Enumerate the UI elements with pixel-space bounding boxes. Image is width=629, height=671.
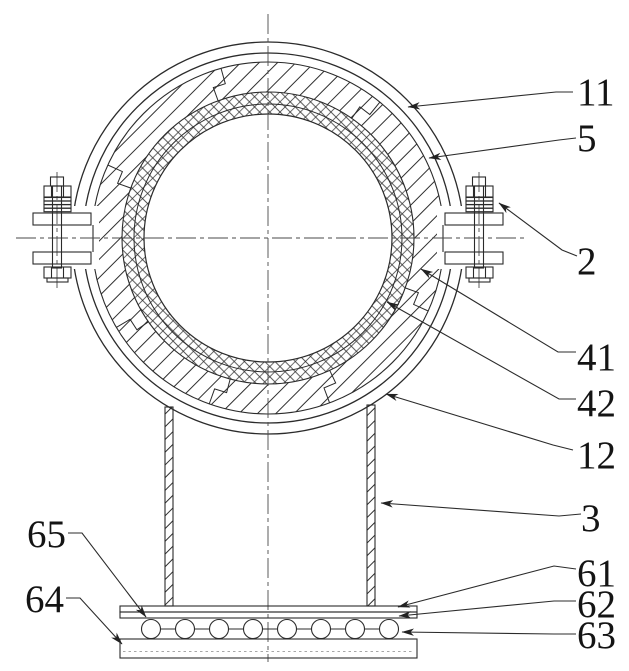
leader-65: [68, 532, 147, 618]
leader-lines: [66, 91, 582, 645]
flange-masks: [27, 206, 509, 269]
support-column: [164, 404, 376, 607]
leader-63: [401, 628, 576, 636]
leader-64: [66, 597, 123, 645]
left-bolt-assembly: [32, 176, 92, 283]
label-11: 11: [577, 71, 615, 114]
roller: [344, 618, 366, 640]
lower-flange-lug: [444, 251, 504, 265]
label-41: 41: [577, 336, 616, 379]
label-65: 65: [27, 513, 66, 556]
base-bottom-plate: [119, 638, 418, 659]
label-61: 61: [577, 552, 616, 595]
roller: [140, 618, 162, 640]
leader-5: [428, 137, 577, 161]
column-left-wall: [164, 406, 174, 607]
bolt-nut: [465, 185, 494, 198]
nut-facets: [50, 186, 65, 197]
right-bolt-assembly: [444, 176, 504, 283]
nut-facets: [472, 186, 487, 197]
roller: [276, 618, 298, 640]
disc-spring-stack: [43, 196, 72, 213]
upper-flange-lug: [32, 212, 92, 226]
centerlines: [16, 14, 528, 662]
leader-12: [385, 393, 574, 451]
base-assembly: [119, 605, 418, 659]
roller: [208, 618, 230, 640]
bolt-nut: [43, 185, 72, 198]
head-facets: [50, 267, 65, 278]
leader-61: [397, 565, 577, 608]
bolt-washer: [468, 277, 491, 283]
leader-62: [398, 600, 576, 619]
leader-42: [386, 301, 576, 400]
disc-spring-stack: [465, 196, 494, 213]
roller: [242, 618, 264, 640]
leader-41: [420, 268, 576, 353]
label-64: 64: [25, 578, 64, 621]
roller: [378, 618, 400, 640]
head-facets: [472, 267, 487, 278]
base-middle-plate: [119, 611, 418, 619]
reference-numerals: 11 5 2 41 42 12 3 61 62 63 65 64: [25, 71, 616, 657]
bolt-washer: [46, 277, 69, 283]
lower-flange-lug: [32, 251, 92, 265]
clamp-end-faces: [92, 225, 444, 252]
base-upper-plate: [119, 605, 418, 613]
roller: [174, 618, 196, 640]
leader-11: [407, 91, 573, 110]
label-2: 2: [577, 240, 597, 283]
insulation-segment-joints: [107, 68, 429, 405]
rollers: [140, 618, 400, 640]
roller: [310, 618, 332, 640]
label-12: 12: [577, 434, 616, 477]
leader-2: [498, 202, 578, 257]
label-42: 42: [577, 382, 616, 425]
label-3: 3: [581, 497, 601, 540]
label-62: 62: [577, 583, 616, 626]
column-right-wall: [366, 404, 376, 607]
leader-3: [380, 500, 582, 517]
label-5: 5: [577, 117, 597, 160]
upper-flange-lug: [444, 212, 504, 226]
label-63: 63: [577, 614, 616, 657]
